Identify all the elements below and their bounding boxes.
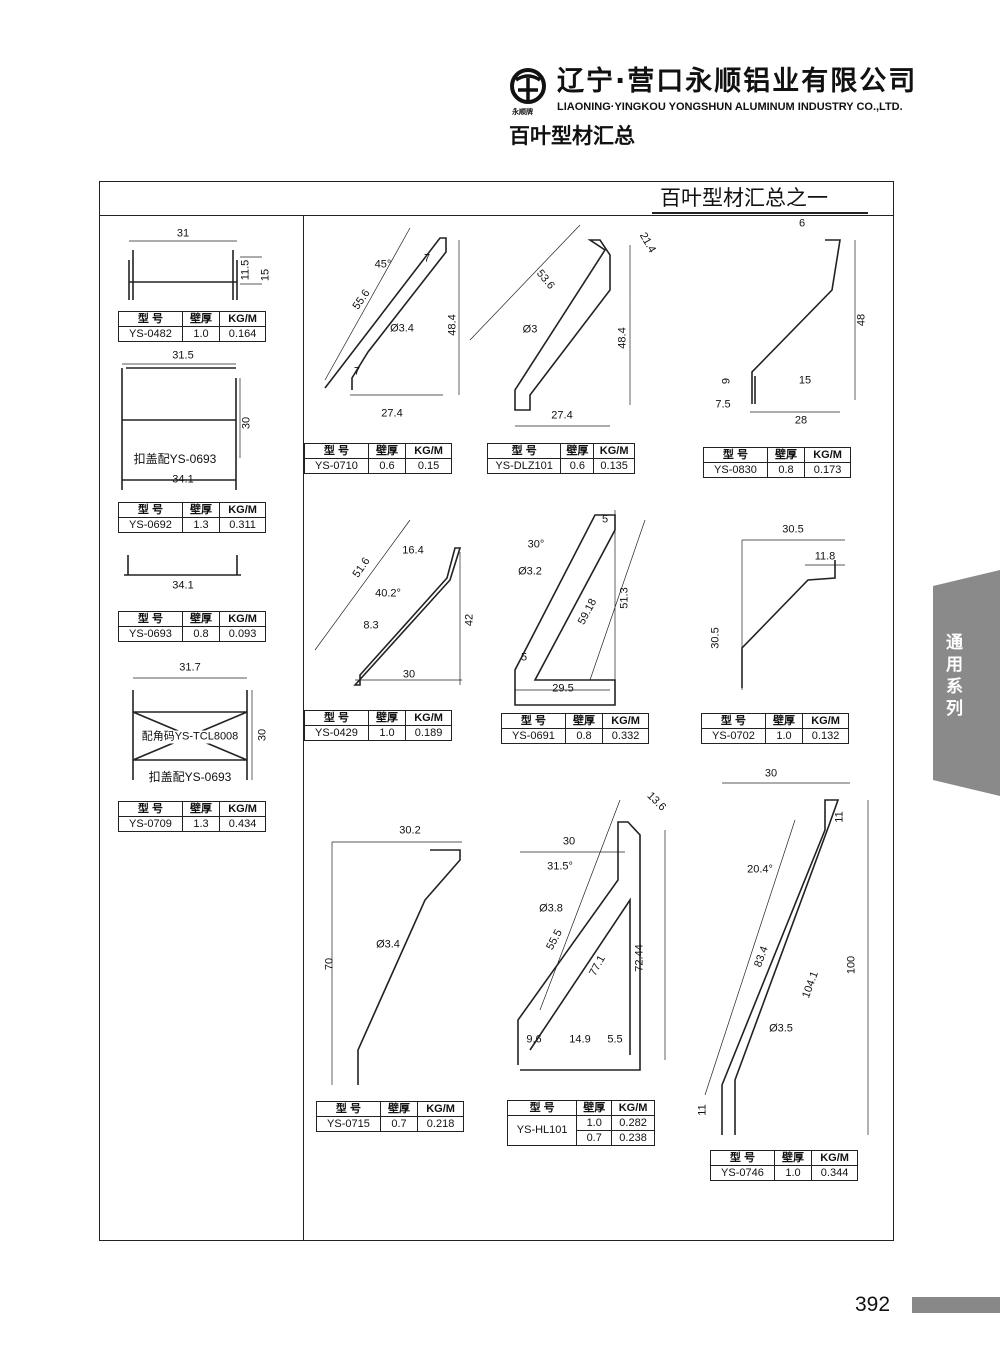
- section-title: 百叶型材汇总之一: [660, 186, 828, 210]
- dimension-label: 11.5: [239, 259, 252, 281]
- dimension-label: 30: [256, 728, 269, 742]
- dimension-label: 45°: [374, 258, 392, 271]
- dimension-label: 30°: [527, 538, 545, 551]
- page-title: 百叶型材汇总: [509, 124, 635, 148]
- dimension-label: 7: [353, 365, 361, 378]
- company-name-cn: 辽宁·营口永顺铝业有限公司: [557, 66, 918, 97]
- dimension-label: 30.5: [709, 627, 722, 649]
- dimension-label: 16.4: [402, 544, 424, 557]
- dimension-label: 20.4°: [747, 863, 773, 876]
- dimension-label: 7: [423, 252, 431, 265]
- divider: [652, 212, 868, 214]
- dimension-label: 30: [240, 416, 253, 430]
- dimension-label: 15: [798, 374, 812, 387]
- catalog-frame: [99, 181, 894, 1241]
- dimension-label: 27.4: [381, 407, 403, 420]
- dimension-label: 5: [601, 513, 609, 526]
- dimension-label: Ø3.8: [539, 902, 563, 915]
- dimension-label: 14.9: [569, 1033, 591, 1046]
- dimension-label: 7.5: [715, 398, 731, 411]
- dimension-label: 48: [855, 313, 868, 327]
- dimension-label: Ø3.5: [769, 1022, 793, 1035]
- dimension-label: 扣盖配YS-0693: [148, 770, 232, 784]
- page-number: 392: [855, 1293, 891, 1316]
- dimension-label: 29.5: [552, 682, 574, 695]
- dimension-label: 30.5: [782, 523, 804, 536]
- page-bar: [912, 1297, 1000, 1313]
- divider: [99, 215, 894, 216]
- column-divider: [303, 215, 304, 1240]
- dimension-label: 34.1: [172, 473, 194, 486]
- dimension-label: 11.8: [814, 550, 836, 563]
- dimension-label: 30.2: [399, 824, 421, 837]
- logo-text: 永顺牌: [512, 109, 533, 116]
- dimension-label: 34.1: [172, 579, 194, 592]
- dimension-label: Ø3.2: [518, 565, 542, 578]
- dimension-label: 28: [794, 414, 808, 427]
- dimension-label: 5.5: [607, 1033, 623, 1046]
- dimension-label: Ø3.4: [376, 938, 400, 951]
- dimension-label: 70: [323, 957, 336, 971]
- dimension-label: 42: [463, 613, 476, 627]
- dimension-label: 6: [798, 217, 806, 230]
- dimension-label: 15: [259, 268, 272, 282]
- dimension-label: 30: [562, 835, 576, 848]
- company-name-en: LIAONING·YINGKOU YONGSHUN ALUMINUM INDUS…: [557, 101, 903, 113]
- dimension-label: 27.4: [551, 409, 573, 422]
- dimension-label: 31.7: [179, 661, 201, 674]
- dimension-label: 31.5°: [547, 860, 573, 873]
- dimension-label: 48.4: [616, 327, 629, 349]
- side-tab: [933, 570, 1000, 796]
- side-tab-label: 通用系列: [946, 633, 963, 719]
- dimension-label: 5: [520, 651, 528, 664]
- dimension-label: 100: [845, 955, 858, 975]
- dimension-label: 31.5: [172, 349, 194, 362]
- dimension-label: 扣盖配YS-0693: [133, 452, 217, 466]
- dimension-label: Ø3.4: [390, 322, 414, 335]
- dimension-label: 9: [720, 377, 733, 385]
- dimension-label: 9.6: [526, 1033, 542, 1046]
- dimension-label: 11: [833, 811, 846, 823]
- dimension-label: 40.2°: [375, 587, 401, 600]
- dimension-label: Ø3: [522, 323, 538, 336]
- dimension-label: 51.3: [618, 587, 631, 609]
- dimension-label: 11: [696, 1104, 709, 1116]
- dimension-label: 31: [176, 227, 190, 240]
- dimension-label: 48.4: [446, 314, 459, 336]
- dimension-label: 配角码YS-TCL8008: [141, 730, 239, 744]
- company-logo: [510, 68, 546, 104]
- dimension-label: 72.44: [633, 944, 646, 972]
- dimension-label: 30: [764, 767, 778, 780]
- dimension-label: 8.3: [363, 619, 379, 632]
- dimension-label: 30: [402, 668, 416, 681]
